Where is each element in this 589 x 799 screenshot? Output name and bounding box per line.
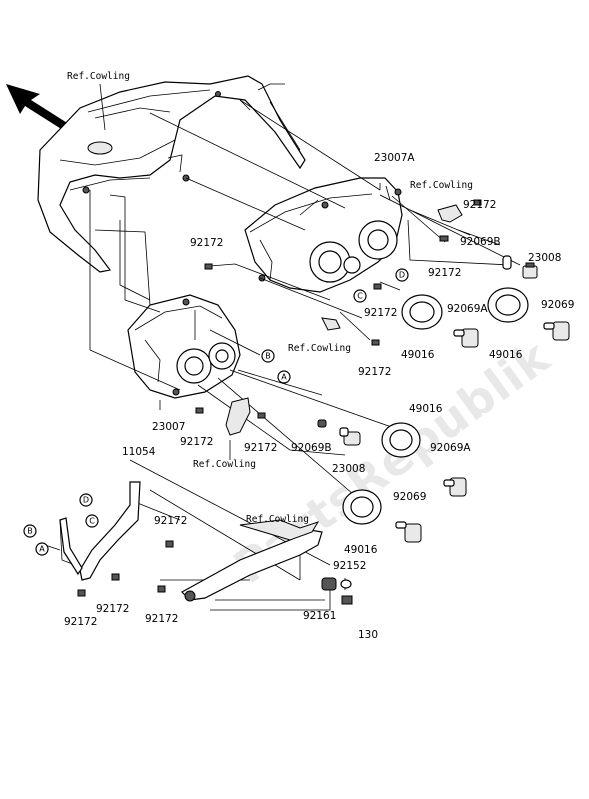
circle-letter-b-lower: B (23, 524, 37, 538)
part-label: 92069 (393, 491, 426, 503)
svg-text:A: A (39, 545, 45, 554)
bulb-92069B-mid (317, 419, 327, 428)
part-label: 49016 (409, 403, 443, 415)
circle-letter-a-upper: A (277, 370, 291, 384)
part-label: 23008 (332, 463, 365, 475)
bulb-92069-bot (395, 521, 422, 543)
part-label: 92172 (428, 267, 461, 279)
circle-letter-b-upper: B (261, 349, 275, 363)
part-label: 23008 (528, 252, 561, 264)
part-label: 92172 (145, 613, 178, 625)
circle-letter-c-upper: C (353, 289, 367, 303)
clamp-bracket-lower (195, 397, 266, 436)
washer-92152 (340, 579, 352, 589)
part-label: 92172 (64, 616, 97, 628)
part-label: 11054 (122, 446, 156, 458)
part-label: 49016 (401, 349, 435, 361)
front-direction-arrow-icon (6, 84, 72, 132)
svg-text:C: C (357, 292, 363, 301)
part-label: 49016 (344, 544, 378, 556)
part-label: 92152 (333, 560, 366, 572)
part-label: 92172 (244, 442, 277, 454)
svg-text:D: D (399, 271, 405, 280)
part-label: 23007 (152, 421, 185, 433)
part-label: 92172 (358, 366, 391, 378)
circle-letter-c-lower: C (85, 514, 99, 528)
screw-92172-top (439, 199, 482, 242)
bulb-92069A-bot (443, 477, 467, 497)
part-label: 92069B (460, 236, 501, 248)
socket-23008-top (522, 262, 538, 279)
svg-text:B: B (265, 352, 271, 361)
clamp-bracket-upper (437, 204, 463, 223)
part-label: 92172 (463, 199, 496, 211)
part-label: 92069 (541, 299, 574, 311)
svg-text:A: A (281, 373, 287, 382)
part-label: 92069A (447, 303, 488, 315)
bulb-92069-top (543, 321, 570, 341)
part-label: 92069B (291, 442, 332, 454)
bulb-92069B-top (502, 255, 512, 270)
ref-cowling-label-4: Ref.Cowling (193, 459, 256, 470)
part-label: 92172 (364, 307, 397, 319)
ref-cowling-label-5: Ref.Cowling (246, 514, 309, 525)
socket-23008-mid (339, 427, 361, 446)
headlight-assembly-left (127, 294, 241, 399)
part-label: 92172 (154, 515, 187, 527)
part-label: 23007A (374, 152, 415, 164)
bolt-130 (341, 595, 353, 605)
circle-letter-d-upper: D (395, 268, 409, 282)
part-label: 92161 (303, 610, 336, 622)
ref-cowling-label-3: Ref.Cowling (288, 343, 351, 354)
circle-letter-d-lower: D (79, 493, 93, 507)
bulb-92069A-top (453, 328, 479, 348)
headlight-stay-11054 (59, 481, 323, 602)
svg-text:B: B (27, 527, 33, 536)
part-label: 49016 (489, 349, 523, 361)
svg-text:D: D (83, 496, 89, 505)
headlight-assembly-right (244, 177, 403, 293)
circle-letter-a-lower: A (35, 542, 49, 556)
ref-cowling-label-2: Ref.Cowling (410, 180, 473, 191)
part-label: 92172 (180, 436, 213, 448)
part-label: 92172 (190, 237, 223, 249)
leader-lines (44, 83, 521, 611)
part-label: 92069A (430, 442, 471, 454)
seal-49016-a (401, 294, 443, 330)
ref-cowling-label-1: Ref.Cowling (67, 71, 130, 82)
seal-49016-d (342, 489, 382, 525)
seal-49016-c (381, 422, 421, 458)
clamp-bracket-center (204, 263, 382, 346)
svg-text:C: C (89, 517, 95, 526)
grommet-92161 (321, 577, 337, 591)
seal-49016-b (487, 287, 529, 323)
part-label: 130 (358, 629, 378, 641)
part-label: 92172 (96, 603, 129, 615)
